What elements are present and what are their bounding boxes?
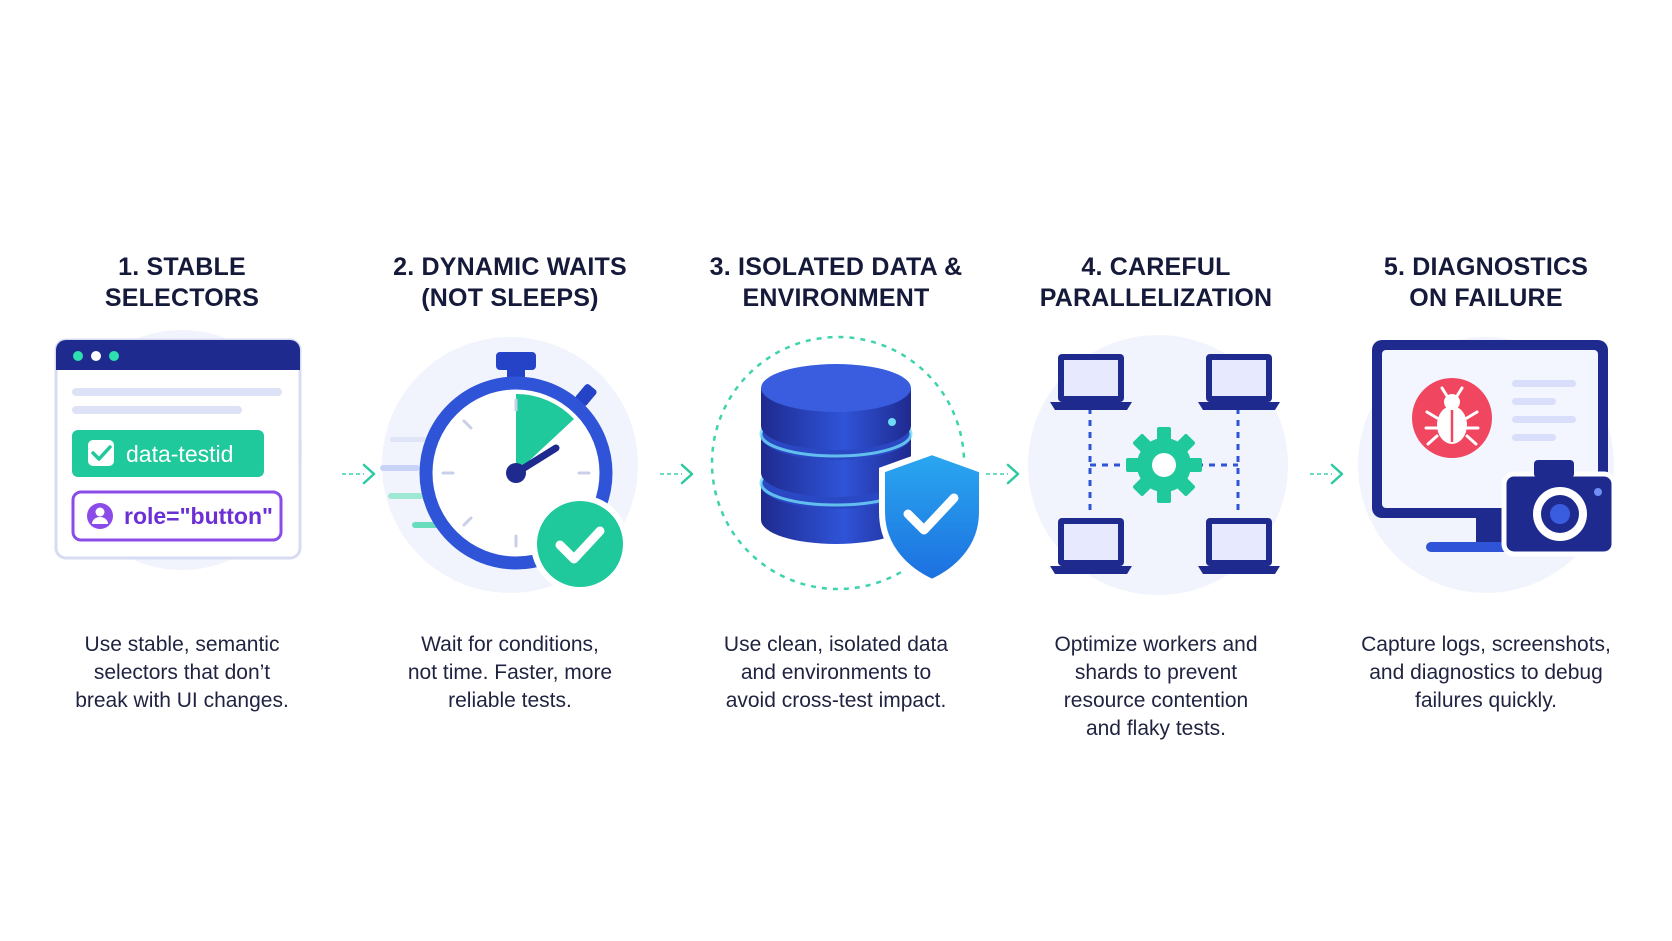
browser-window-icon: data-testid role="button" <box>54 330 302 570</box>
step-3-description: Use clean, isolated data and environment… <box>723 633 949 712</box>
gear-icon <box>1126 427 1202 503</box>
arrow-right-icon <box>342 463 376 485</box>
step-2-description: Wait for conditions, not time. Faster, m… <box>407 633 613 712</box>
stopwatch-icon <box>380 337 638 593</box>
camera-icon <box>1501 460 1617 557</box>
parallel-laptops-icon <box>1028 335 1288 595</box>
step-5-title: 5. DIAGNOSTICS ON FAILURE <box>1383 253 1589 312</box>
bug-icon <box>1412 378 1492 458</box>
step-2-title: 2. DYNAMIC WAITS (NOT SLEEPS) <box>393 253 627 312</box>
arrow-right-icon <box>660 463 694 485</box>
step-3-title: 3. ISOLATED DATA & ENVIRONMENT <box>709 253 963 312</box>
chip-data-testid: data-testid <box>126 441 233 467</box>
step-1-description: Use stable, semantic selectors that don’… <box>75 633 289 712</box>
chip-role-button: role="button" <box>124 503 273 529</box>
database-shield-icon <box>710 335 985 591</box>
step-1-title: 1. STABLE SELECTORS <box>104 253 260 312</box>
step-4-title: 4. CAREFUL PARALLELIZATION <box>1039 253 1273 312</box>
laptop-icon <box>1050 354 1132 410</box>
arrow-right-icon <box>986 463 1020 485</box>
arrow-right-icon <box>1310 463 1344 485</box>
step-5-description: Capture logs, screenshots, and diagnosti… <box>1361 633 1611 712</box>
step-4-description: Optimize workers and shards to prevent r… <box>1054 633 1258 740</box>
monitor-bug-camera-icon <box>1358 337 1617 593</box>
